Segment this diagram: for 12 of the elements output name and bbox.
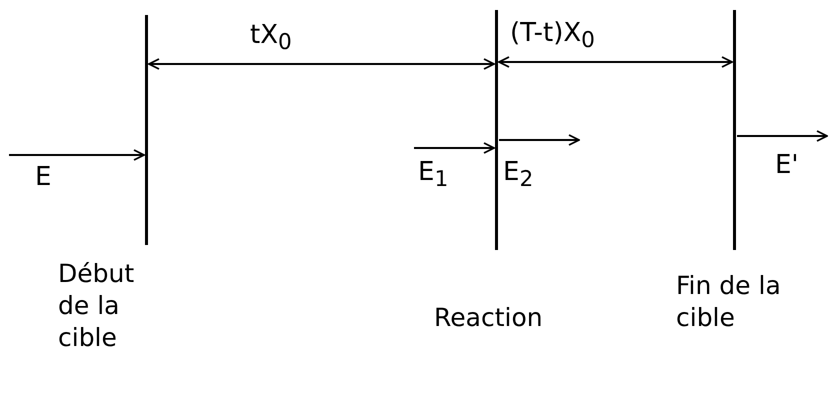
vertical-line	[495, 10, 498, 250]
boundary-caption: Reaction	[434, 302, 544, 334]
vertical-line	[145, 15, 148, 245]
arrow	[9, 149, 145, 161]
double-arrow	[498, 56, 733, 68]
vertical-line	[733, 10, 736, 250]
boundary-caption: Début de la cible	[58, 258, 136, 354]
boundary-caption: Fin de la cible	[676, 270, 782, 334]
double-arrow	[148, 58, 495, 70]
arrow	[414, 142, 495, 154]
arrow	[737, 130, 828, 142]
arrow	[499, 134, 580, 146]
